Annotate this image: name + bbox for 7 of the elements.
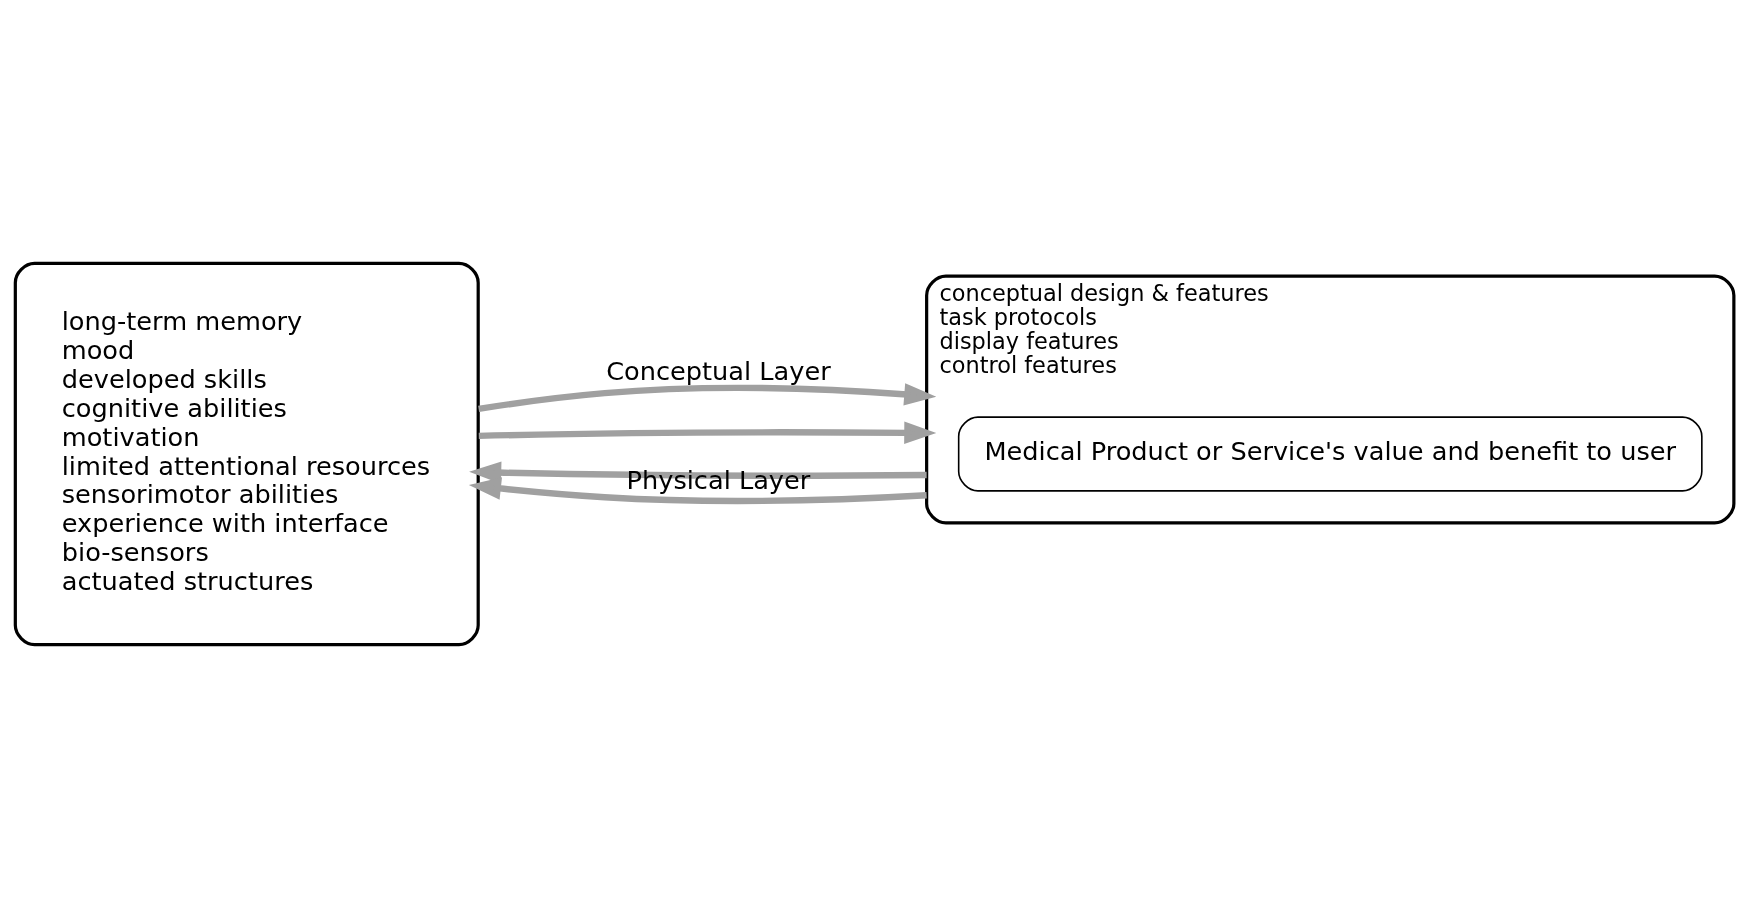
edge-label: Conceptual Layer bbox=[606, 356, 831, 386]
arrow bbox=[478, 421, 937, 445]
arrow bbox=[468, 477, 927, 505]
arrow bbox=[478, 383, 937, 412]
node-box: Medical Product or Service's value and benefit to user bbox=[957, 416, 1703, 492]
edge-label: Physical Layer bbox=[626, 464, 811, 495]
node-box: long-term memory mood developed skills cognitive abilities motivation limited attentional resources sensorimotor abilities experience with interface bio-sensors actuated structures bbox=[13, 261, 480, 647]
